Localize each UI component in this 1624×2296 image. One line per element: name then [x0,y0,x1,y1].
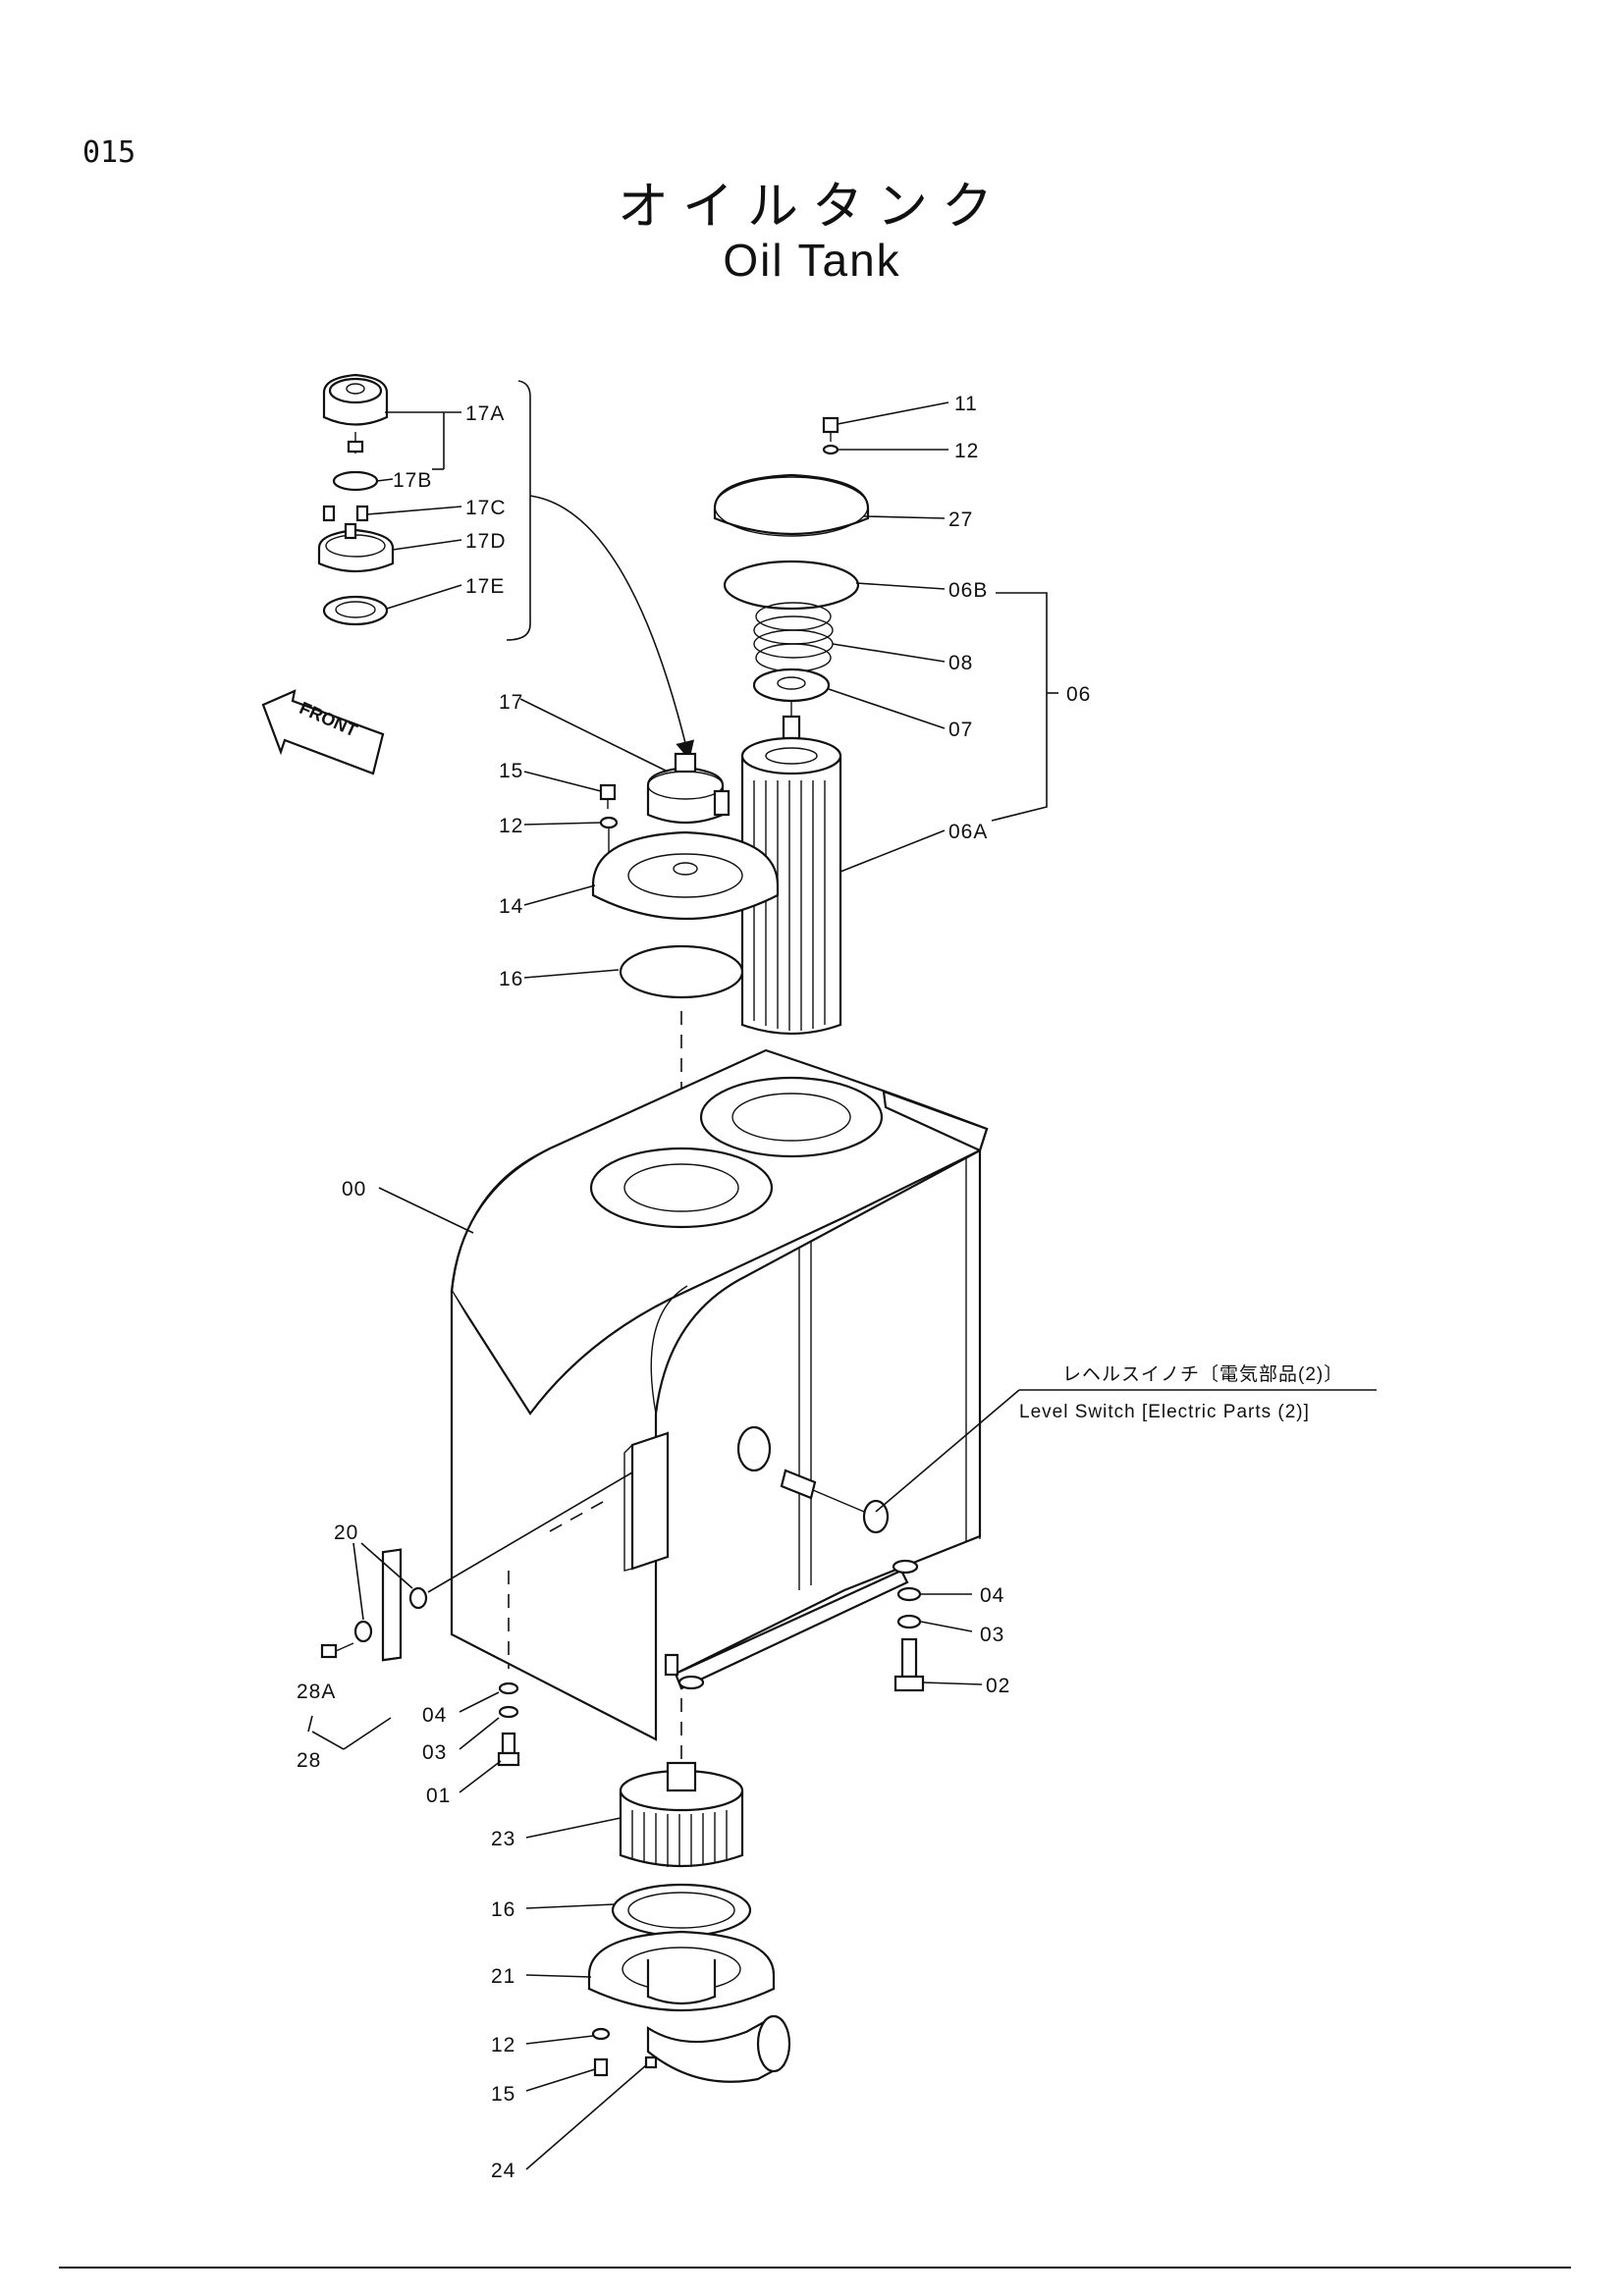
part-03-washer-left [498,1705,519,1719]
callout-12-top: 12 [954,440,979,462]
part-20-washer-a [408,1586,428,1610]
note-leader [875,1389,1020,1513]
callout-17E: 17E [465,575,505,598]
part-17D-adapter [317,522,395,573]
suction-strainer-assembly [525,1761,791,2170]
callout-08: 08 [948,652,973,674]
filler-port-assembly [519,698,780,1158]
callout-04-right: 04 [980,1584,1004,1607]
return-filter-assembly [713,401,1058,1036]
callout-03-right: 03 [980,1624,1004,1646]
part-16-oring-lower [611,1883,752,1938]
callout-14: 14 [499,895,523,918]
part-11-bolt [822,416,839,442]
callout-28A: 28A [297,1681,336,1703]
callout-28: 28 [297,1749,321,1772]
part-17A-cap [322,373,389,454]
part-17-filler-cap [646,752,731,825]
callout-12-mid: 12 [499,815,523,837]
callout-02: 02 [986,1675,1010,1697]
callout-17B: 17B [393,469,432,492]
part-06A-filter-element [740,736,842,1036]
part-28A-screw [320,1642,354,1659]
page-title-english: Oil Tank [723,235,901,286]
callout-16-lower: 16 [491,1898,515,1921]
callout-17: 17 [499,691,523,714]
part-20-washer-b [353,1620,373,1643]
part-00-tank-body [378,1048,989,1767]
part-27-cover-plate [713,473,870,537]
part-14-base-plate [591,830,780,920]
mount-hardware-left [459,1571,520,1793]
callout-06A: 06A [948,821,988,843]
part-23-strainer [619,1761,744,1868]
part-12-washer-mid [599,816,619,829]
part-01-bolt-left [497,1732,520,1767]
part-12-washer-top [822,444,839,455]
part-07-valve [752,667,831,703]
part-15-bolt [599,783,617,809]
callout-03-left: 03 [422,1741,447,1764]
part-16-oring-upper [619,944,744,999]
part-08-spring [753,602,834,672]
callout-15-lower: 15 [491,2083,515,2106]
page-title-japanese: オイルタンク [617,178,1006,237]
level-switch-note-japanese: レヘルスイノチ〔電気部品(2)〕 [1062,1363,1343,1385]
part-17E-gasket [322,595,389,626]
part-21-suction-housing [587,1930,791,2083]
part-17B-oring [332,470,379,492]
callout-17A: 17A [465,402,505,425]
callout-27: 27 [948,508,973,531]
part-02-bolt-right [893,1637,925,1692]
callout-04-left: 04 [422,1704,447,1727]
part-04-washer-right [896,1586,922,1602]
callout-21: 21 [491,1965,515,1988]
gauge-parts-group [307,1471,633,1750]
front-direction-arrow: FRONT [261,689,385,775]
page-number: 015 [82,135,136,170]
part-28-gauge-strip [381,1548,403,1662]
callout-06: 06 [1066,683,1091,706]
callout-16-upper: 16 [499,968,523,990]
part-24-plug [644,2056,658,2069]
callout-11: 11 [954,393,978,415]
callout-24: 24 [491,2160,515,2182]
callout-23: 23 [491,1828,515,1850]
callout-20: 20 [334,1522,358,1544]
callout-17C: 17C [465,497,507,519]
part-03-washer-right [896,1614,922,1629]
callout-00: 00 [342,1178,366,1201]
part-06B-oring [723,560,860,611]
callout-01: 01 [426,1785,451,1807]
callout-07: 07 [948,719,973,741]
callout-15-mid: 15 [499,760,523,782]
part-17C-screws [322,505,369,522]
mount-hardware-right [893,1586,983,1692]
part-15-bolt-lower [593,2057,609,2077]
part-04-washer-left [498,1682,519,1695]
callout-17D: 17D [465,530,507,553]
filler-cap-inset [317,373,695,761]
callout-12-lower: 12 [491,2034,515,2056]
part-12-washer-lower [591,2027,611,2041]
callout-06B: 06B [948,579,988,602]
level-switch-note-english: Level Switch [Electric Parts (2)] [1019,1402,1310,1422]
